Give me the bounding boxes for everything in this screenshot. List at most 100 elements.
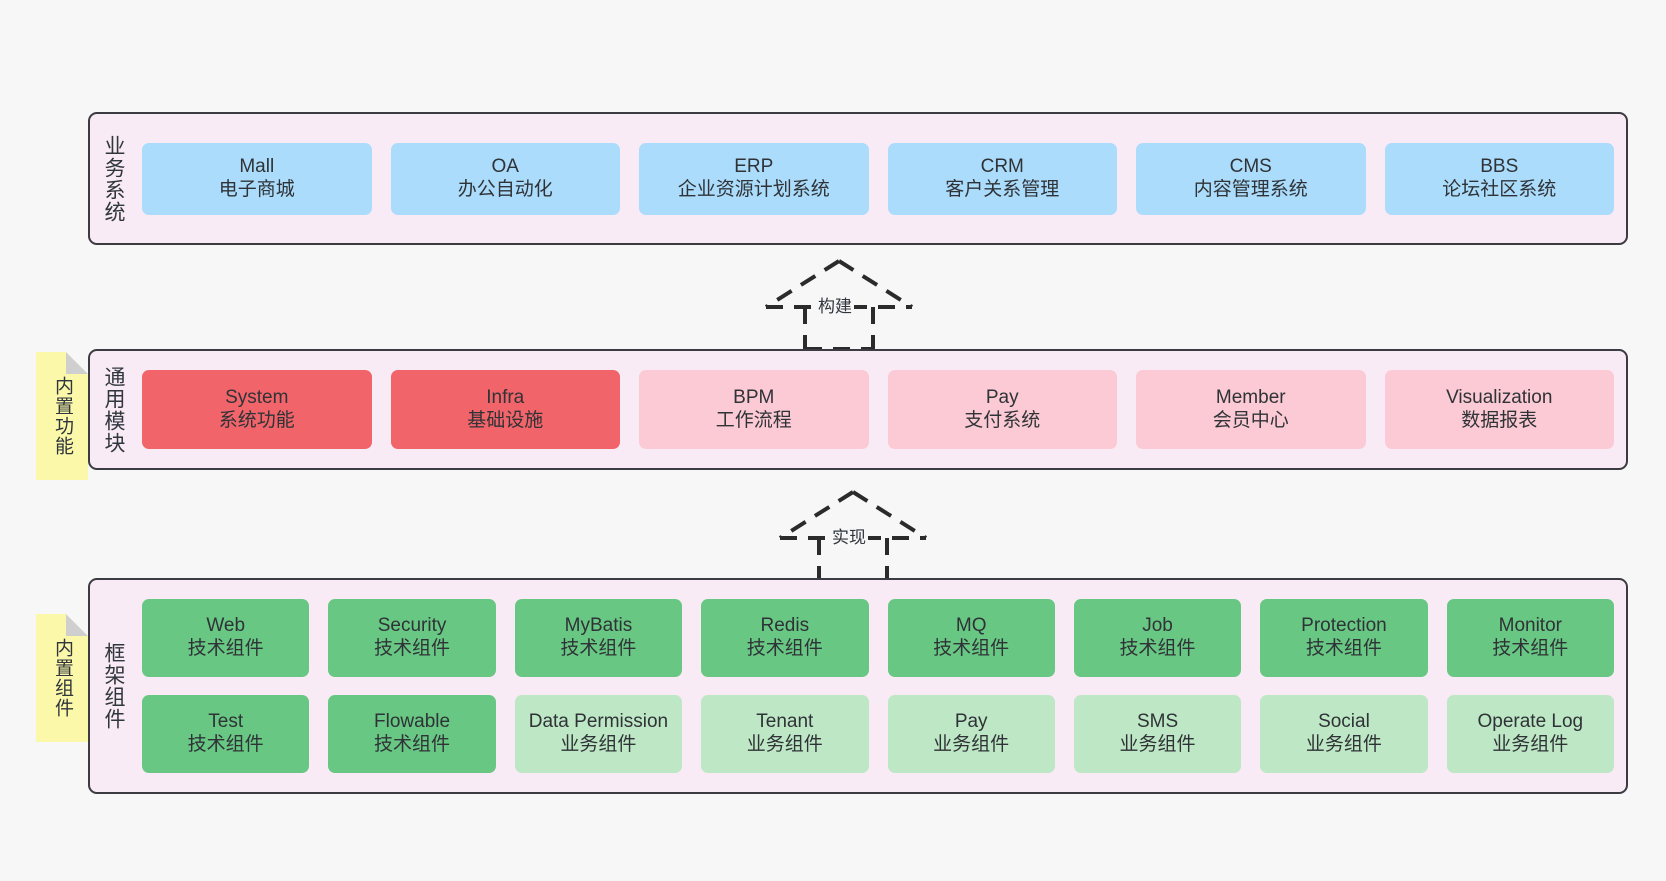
card-member-cn: 会员中心 xyxy=(1212,409,1289,431)
card-security[interactable]: Security 技术组件 xyxy=(328,599,496,677)
card-bpm-en: BPM xyxy=(733,386,775,408)
card-monitor-cn: 技术组件 xyxy=(1492,638,1569,659)
card-flowable[interactable]: Flowable 技术组件 xyxy=(328,695,496,773)
card-infra[interactable]: Infra 基础设施 xyxy=(390,370,620,449)
card-social[interactable]: Social 业务组件 xyxy=(1260,695,1428,773)
card-infra-en: Infra xyxy=(486,386,525,408)
card-crm[interactable]: CRM 客户关系管理 xyxy=(887,142,1117,215)
card-cms[interactable]: CMS 内容管理系统 xyxy=(1136,142,1366,215)
note-builtin-component-label: 内置组件 xyxy=(52,638,74,718)
card-mall-cn: 电子商城 xyxy=(218,178,295,200)
card-cms-cn: 内容管理系统 xyxy=(1193,178,1308,200)
layer-title-common: 通用模块 xyxy=(101,365,125,454)
card-test-en: Test xyxy=(208,711,244,733)
card-system[interactable]: System 系统功能 xyxy=(142,370,372,449)
card-operate-log-cn: 业务组件 xyxy=(1492,734,1569,755)
card-mybatis-cn: 技术组件 xyxy=(560,638,637,659)
card-bbs-cn: 论坛社区系统 xyxy=(1442,178,1557,200)
card-cms-en: CMS xyxy=(1229,155,1272,177)
card-web[interactable]: Web 技术组件 xyxy=(142,599,310,677)
card-mall[interactable]: Mall 电子商城 xyxy=(142,142,372,215)
card-oa[interactable]: OA 办公自动化 xyxy=(390,142,620,215)
card-mq-en: MQ xyxy=(955,615,987,637)
card-oa-cn: 办公自动化 xyxy=(457,178,553,200)
card-operate-log-en: Operate Log xyxy=(1477,711,1584,733)
card-pay-component-en: Pay xyxy=(954,711,988,733)
framework-card-row-2: Test 技术组件 Flowable 技术组件 Data Permission … xyxy=(142,695,1614,773)
card-sms-en: SMS xyxy=(1136,711,1179,733)
common-card-row: System 系统功能 Infra 基础设施 BPM 工作流程 Pay 支付系统… xyxy=(142,370,1614,449)
card-test-cn: 技术组件 xyxy=(187,734,264,755)
card-redis-en: Redis xyxy=(760,615,810,637)
card-data-permission-en: Data Permission xyxy=(528,711,669,733)
card-bbs-en: BBS xyxy=(1480,155,1519,177)
layer-business-system: 业务系统 Mall 电子商城 OA 办公自动化 ERP 企业资源计划系统 CRM… xyxy=(88,112,1628,245)
card-job[interactable]: Job 技术组件 xyxy=(1073,599,1242,677)
card-system-cn: 系统功能 xyxy=(218,409,295,431)
card-job-cn: 技术组件 xyxy=(1119,638,1196,659)
card-erp-cn: 企业资源计划系统 xyxy=(677,178,830,200)
layer-title-framework: 框架组件 xyxy=(101,642,125,730)
card-web-cn: 技术组件 xyxy=(187,638,264,659)
layer-framework-component: 框架组件 Web 技术组件 Security 技术组件 MyBatis 技术组件… xyxy=(88,578,1628,794)
note-builtin-function: 内置功能 xyxy=(36,352,88,480)
card-mq-cn: 技术组件 xyxy=(933,638,1010,659)
card-social-cn: 业务组件 xyxy=(1305,734,1382,755)
card-tenant[interactable]: Tenant 业务组件 xyxy=(701,695,869,773)
card-monitor[interactable]: Monitor 技术组件 xyxy=(1446,599,1614,677)
card-monitor-en: Monitor xyxy=(1498,615,1562,637)
layer-common-module: 通用模块 System 系统功能 Infra 基础设施 BPM 工作流程 Pay… xyxy=(88,349,1628,470)
card-protection-cn: 技术组件 xyxy=(1305,638,1382,659)
framework-card-group: Web 技术组件 Security 技术组件 MyBatis 技术组件 Redi… xyxy=(136,580,1626,792)
card-job-en: Job xyxy=(1142,615,1173,637)
card-mall-en: Mall xyxy=(239,155,275,177)
card-social-en: Social xyxy=(1318,711,1370,733)
card-sms-cn: 业务组件 xyxy=(1119,734,1196,755)
card-protection-en: Protection xyxy=(1301,615,1387,637)
card-member[interactable]: Member 会员中心 xyxy=(1136,370,1366,449)
card-mybatis-en: MyBatis xyxy=(564,615,633,637)
card-tenant-cn: 业务组件 xyxy=(746,734,823,755)
business-card-row: Mall 电子商城 OA 办公自动化 ERP 企业资源计划系统 CRM 客户关系… xyxy=(142,142,1614,215)
card-visualization-en: Visualization xyxy=(1446,386,1553,408)
card-test[interactable]: Test 技术组件 xyxy=(142,695,310,773)
framework-card-row-1: Web 技术组件 Security 技术组件 MyBatis 技术组件 Redi… xyxy=(142,599,1614,677)
card-erp[interactable]: ERP 企业资源计划系统 xyxy=(639,142,869,215)
card-crm-en: CRM xyxy=(980,155,1024,177)
layer-title-business: 业务系统 xyxy=(101,134,125,223)
card-pay-module-en: Pay xyxy=(985,386,1019,408)
card-protection[interactable]: Protection 技术组件 xyxy=(1260,599,1428,677)
card-oa-en: OA xyxy=(491,155,519,177)
card-visualization[interactable]: Visualization 数据报表 xyxy=(1384,370,1614,449)
card-tenant-en: Tenant xyxy=(756,711,814,733)
card-redis[interactable]: Redis 技术组件 xyxy=(701,599,869,677)
card-system-en: System xyxy=(225,386,289,408)
card-sms[interactable]: SMS 业务组件 xyxy=(1073,695,1242,773)
card-redis-cn: 技术组件 xyxy=(746,638,823,659)
card-visualization-cn: 数据报表 xyxy=(1461,409,1538,431)
card-security-cn: 技术组件 xyxy=(374,638,451,659)
card-mybatis[interactable]: MyBatis 技术组件 xyxy=(514,599,683,677)
card-flowable-cn: 技术组件 xyxy=(374,734,451,755)
card-pay-component[interactable]: Pay 业务组件 xyxy=(887,695,1055,773)
card-bpm[interactable]: BPM 工作流程 xyxy=(639,370,869,449)
card-erp-en: ERP xyxy=(734,155,774,177)
card-infra-cn: 基础设施 xyxy=(467,409,544,431)
card-crm-cn: 客户关系管理 xyxy=(945,178,1060,200)
card-bpm-cn: 工作流程 xyxy=(715,409,792,431)
card-operate-log[interactable]: Operate Log 业务组件 xyxy=(1446,695,1614,773)
card-data-permission[interactable]: Data Permission 业务组件 xyxy=(514,695,683,773)
connector-build: 构建 xyxy=(744,255,934,351)
card-data-permission-cn: 业务组件 xyxy=(560,734,637,755)
card-pay-module[interactable]: Pay 支付系统 xyxy=(887,370,1117,449)
connector-implement: 实现 xyxy=(758,486,948,582)
card-bbs[interactable]: BBS 论坛社区系统 xyxy=(1384,142,1614,215)
card-mq[interactable]: MQ 技术组件 xyxy=(887,599,1055,677)
common-card-group: System 系统功能 Infra 基础设施 BPM 工作流程 Pay 支付系统… xyxy=(136,351,1626,468)
connector-build-label: 构建 xyxy=(816,291,854,318)
card-flowable-en: Flowable xyxy=(374,711,451,733)
business-card-group: Mall 电子商城 OA 办公自动化 ERP 企业资源计划系统 CRM 客户关系… xyxy=(136,114,1626,243)
card-security-en: Security xyxy=(377,615,447,637)
connector-implement-label: 实现 xyxy=(830,522,868,549)
